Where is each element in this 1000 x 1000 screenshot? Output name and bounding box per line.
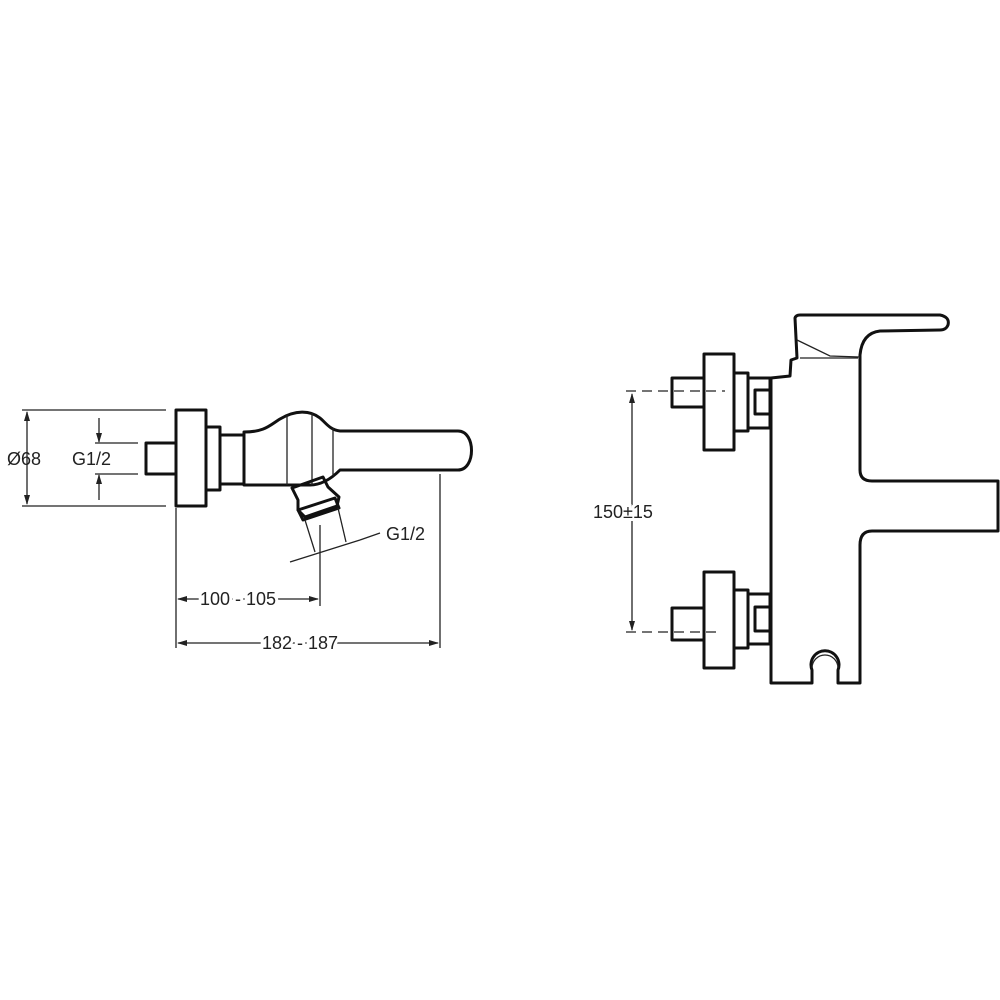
total-length-label: 182 - 187 [262,633,338,653]
diameter-label: Ø68 [7,449,41,469]
outlet-thread-label: G1/2 [386,524,425,544]
front-view-dimensions: 150±15 [590,390,725,633]
front-view: 150±15 [590,313,1000,685]
front-view-outline [670,313,1000,685]
inlet-thread-label: G1/2 [72,449,111,469]
side-view-outline [144,408,473,553]
inlet-spacing-label: 150±15 [593,502,653,522]
side-view-dimensions: Ø68 G1/2 G1/2 100 - 105 182 - 187 [7,409,441,656]
outlet-distance-label: 100 - 105 [200,589,276,609]
side-view: Ø68 G1/2 G1/2 100 - 105 182 - 187 [7,408,473,656]
